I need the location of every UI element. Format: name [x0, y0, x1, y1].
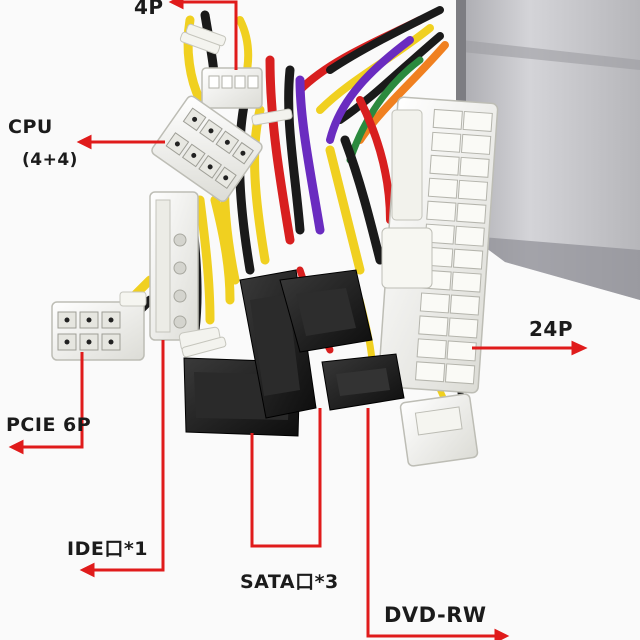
annotation-arrows [8, 0, 588, 640]
label-cpu: CPU [8, 116, 53, 138]
label-24p: 24P [529, 317, 573, 341]
label-sata: SATA口*3 [240, 571, 339, 593]
connector-cpu [151, 95, 263, 203]
bracket-sata [250, 408, 322, 548]
connector-24p [377, 96, 499, 394]
cable-ties [181, 23, 293, 358]
arrow-4p [178, 0, 238, 70]
label-pcie: PCIE 6P [6, 414, 92, 436]
label-ide: IDE口*1 [67, 538, 148, 560]
label-dvd: DVD-RW [384, 603, 487, 627]
connector-sata-3 [321, 353, 405, 411]
arrow-ide [92, 340, 165, 572]
connector-sata-2 [279, 269, 373, 353]
label-cpu-detail: (4+4) [22, 150, 78, 170]
arrow-pcie [22, 352, 84, 449]
label-4p: 4P [134, 0, 164, 19]
connector-pcie-6p [51, 291, 147, 361]
connector-small [399, 393, 479, 467]
arrow-dvd [366, 408, 498, 638]
